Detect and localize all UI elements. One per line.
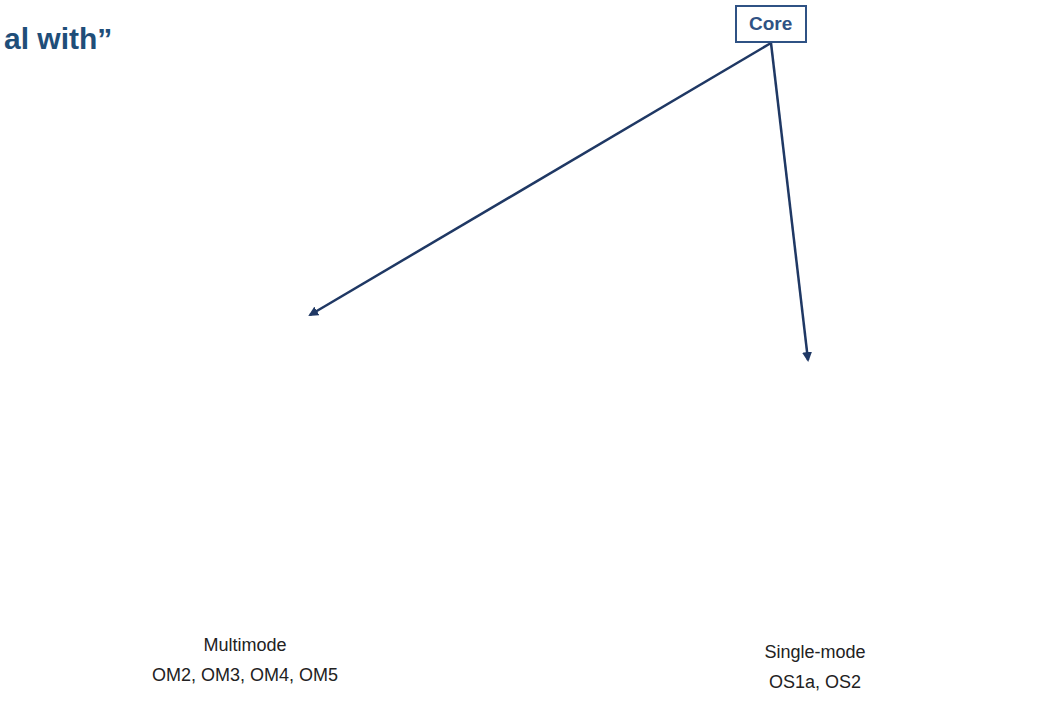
- contaminant-spot: [240, 515, 250, 525]
- callout-box: Core: [735, 5, 807, 43]
- heading: al with”: [4, 22, 112, 56]
- contaminant-spot: [873, 177, 883, 187]
- fiber-core: [154, 292, 340, 478]
- contaminant-spot: [300, 175, 310, 185]
- fiber-type: Multimode: [15, 635, 475, 656]
- fiber-grades: OM2, OM3, OM4, OM5: [15, 665, 475, 686]
- cladding: [578, 148, 1050, 622]
- fiber-illustration: [15, 155, 475, 615]
- pointer-arrow: [771, 43, 808, 360]
- contaminant-spot: [627, 356, 653, 381]
- fiber-illustration: [578, 148, 1050, 622]
- pointer-arrow: [310, 43, 771, 315]
- contaminant-spot: [207, 435, 217, 445]
- fiber-cross-section: Single-modeOS1a, OS2: [578, 148, 1050, 712]
- callout-text: Core: [749, 13, 793, 35]
- contaminant-spot: [216, 219, 240, 242]
- fiber-type: Single-mode: [578, 642, 1050, 663]
- fiber-core: [803, 355, 827, 379]
- contaminant-spot: [810, 515, 820, 525]
- contaminant-spot: [962, 425, 978, 440]
- contaminant-spot: [332, 365, 348, 380]
- fiber-grades: OS1a, OS2: [578, 672, 1050, 693]
- contaminant-spot: [783, 219, 807, 242]
- fiber-cross-section: MultimodeOM2, OM3, OM4, OM5: [15, 155, 475, 705]
- contaminant-spot: [72, 375, 98, 400]
- contaminant-spot: [249, 280, 275, 305]
- contaminant-spot: [387, 395, 403, 410]
- cladding: [15, 155, 475, 615]
- contaminant-spot: [807, 359, 823, 374]
